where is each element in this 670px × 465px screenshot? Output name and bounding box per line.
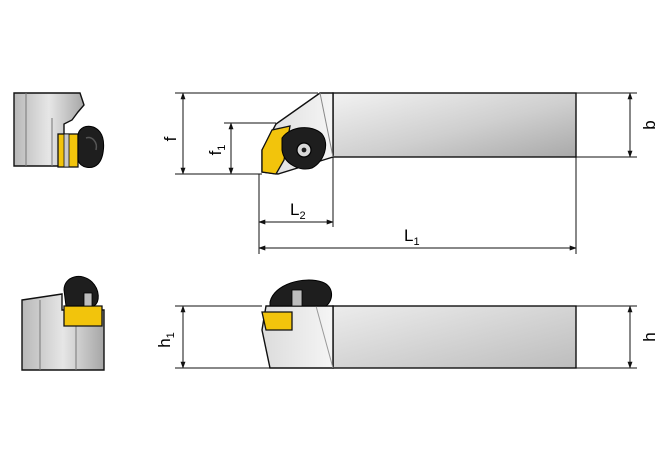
- label-h: h: [640, 332, 659, 341]
- label-L2: L2: [290, 200, 306, 222]
- top-dimensions: [175, 92, 637, 254]
- label-h1: h1: [155, 332, 177, 348]
- insert-end-bottom: [63, 305, 103, 327]
- top-plan-view: [261, 92, 577, 175]
- label-b: b: [640, 120, 659, 129]
- insert-side: [261, 311, 293, 331]
- top-end-view: [13, 92, 105, 168]
- clamp-end-bottom: [63, 275, 99, 307]
- shank-side: [332, 305, 577, 369]
- label-L1: L1: [404, 226, 420, 248]
- bottom-end-view: [21, 275, 105, 371]
- bottom-side-view: [261, 279, 577, 369]
- label-f: f: [161, 136, 180, 141]
- label-f1: f1: [206, 145, 228, 156]
- bottom-dimensions: [175, 305, 637, 369]
- clamp-end-view: [77, 125, 105, 168]
- shank-top: [332, 92, 577, 158]
